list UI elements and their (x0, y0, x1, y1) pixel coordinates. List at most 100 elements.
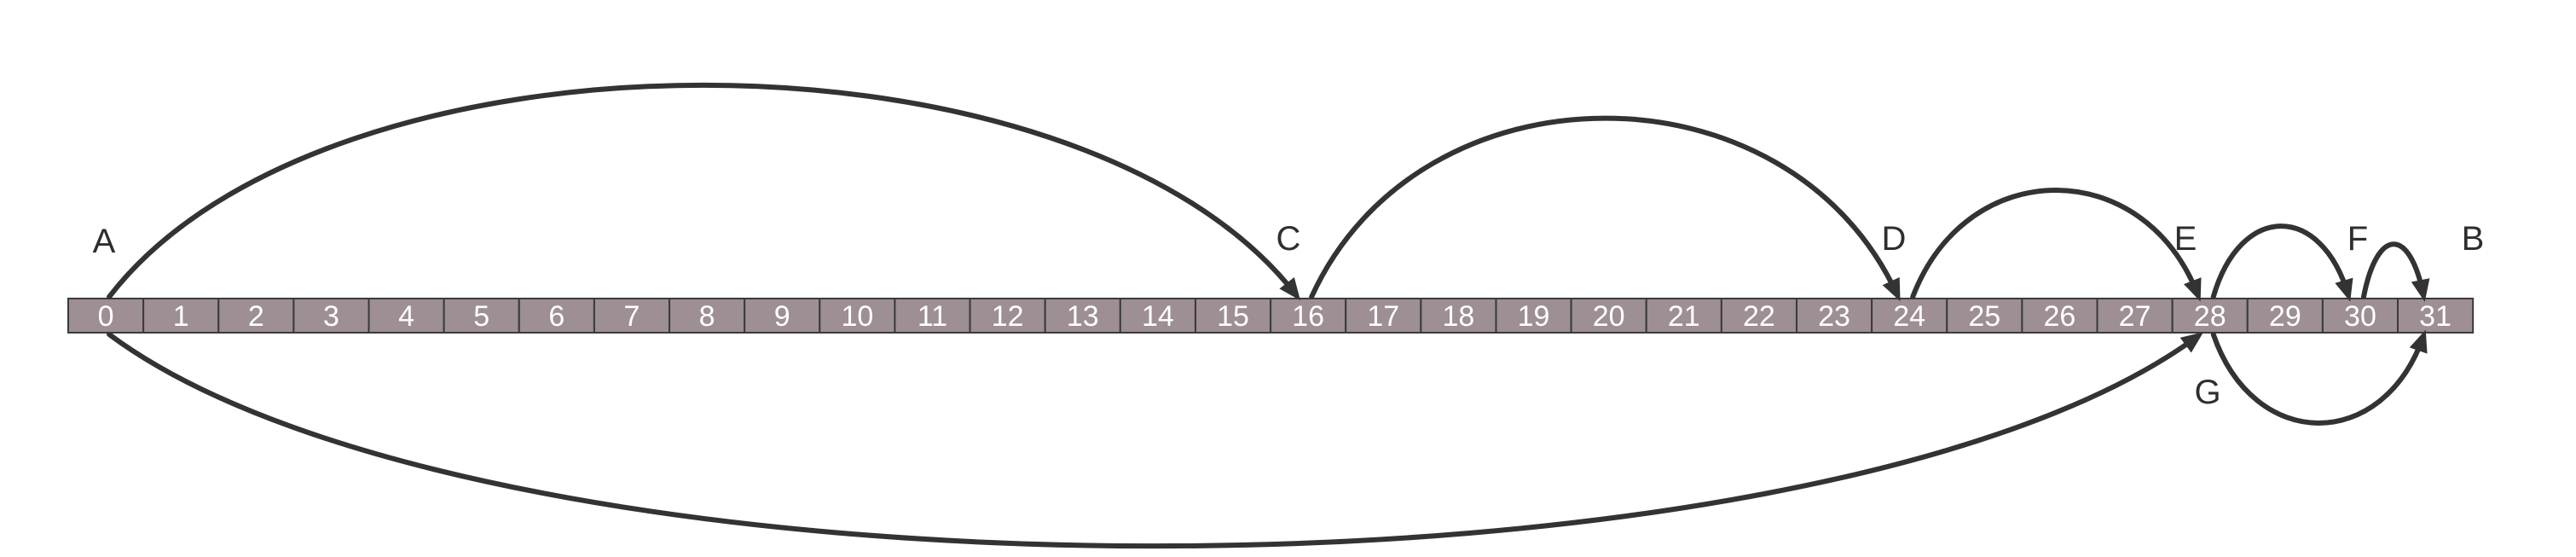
cell-16: 16 (1270, 298, 1347, 334)
cell-label: 10 (841, 300, 873, 333)
cell-box (1720, 298, 1797, 334)
cell-box (142, 298, 220, 334)
cell-7: 7 (593, 298, 671, 334)
cell-box (2096, 298, 2174, 334)
cell-28: 28 (2171, 298, 2249, 334)
cell-box (2171, 298, 2249, 334)
cell-21: 21 (1645, 298, 1722, 334)
arc-28-to-31 (2210, 332, 2427, 426)
cell-31: 31 (2397, 298, 2475, 334)
cell-box (1570, 298, 1647, 334)
node-label-a: A (93, 223, 116, 260)
cell-label: 5 (473, 300, 489, 333)
cell-label: 13 (1067, 300, 1099, 333)
arrowhead-icon (2335, 277, 2353, 302)
cell-box (2321, 298, 2399, 334)
cell-label: 30 (2344, 300, 2376, 333)
cell-box (1495, 298, 1572, 334)
arc-24-to-28 (1910, 187, 2201, 299)
arc-16-to-24 (1309, 115, 1901, 299)
cell-box (1270, 298, 1347, 334)
cell-label: 3 (323, 300, 339, 333)
cell-13: 13 (1044, 298, 1121, 334)
cell-box (1420, 298, 1497, 334)
cell-label: 24 (1893, 300, 1925, 333)
cell-box (1871, 298, 1948, 334)
cell-box (593, 298, 671, 334)
cell-1: 1 (142, 298, 220, 334)
cell-box (1044, 298, 1121, 334)
cell-label: 8 (699, 300, 715, 333)
cell-26: 26 (2021, 298, 2098, 334)
arc-30-to-31 (2360, 241, 2427, 299)
cell-19: 19 (1495, 298, 1572, 334)
cell-label: 26 (2044, 300, 2076, 333)
arrowhead-icon (1882, 277, 1901, 302)
cell-4: 4 (368, 298, 445, 334)
arrowhead-icon (1279, 277, 1301, 301)
cell-box (443, 298, 520, 334)
cell-label: 17 (1367, 300, 1399, 333)
cell-box (1645, 298, 1722, 334)
cell-25: 25 (1946, 298, 2023, 334)
cell-box (217, 298, 295, 334)
node-label-b: B (2462, 220, 2485, 258)
arc-0-to-28 (107, 332, 2201, 549)
node-label-c: C (1276, 220, 1301, 258)
cell-label: 6 (548, 300, 564, 333)
cell-10: 10 (819, 298, 896, 334)
cell-box (894, 298, 971, 334)
cell-label: 4 (398, 300, 414, 333)
arrowhead-icon (2411, 278, 2430, 302)
cell-label: 19 (1518, 300, 1550, 333)
cell-label: 0 (98, 300, 114, 333)
cell-label: 21 (1668, 300, 1700, 333)
cell-30: 30 (2321, 298, 2399, 334)
cell-box (969, 298, 1046, 334)
cell-22: 22 (1720, 298, 1797, 334)
cell-14: 14 (1119, 298, 1196, 334)
cell-0: 0 (67, 298, 145, 334)
arc-0-to-16 (107, 82, 1300, 299)
cell-8: 8 (669, 298, 746, 334)
node-label-f: F (2347, 220, 2368, 258)
cell-15: 15 (1194, 298, 1272, 334)
arrowhead-icon (2409, 329, 2428, 354)
cell-17: 17 (1345, 298, 1422, 334)
cell-29: 29 (2246, 298, 2324, 334)
cell-box (744, 298, 821, 334)
cell-3: 3 (292, 298, 370, 334)
cell-label: 12 (992, 300, 1024, 333)
cell-2: 2 (217, 298, 295, 334)
cell-label: 15 (1217, 300, 1249, 333)
cell-label: 25 (1968, 300, 2000, 333)
cell-label: 29 (2269, 300, 2301, 333)
cell-box (2397, 298, 2475, 334)
cell-12: 12 (969, 298, 1046, 334)
cell-box (67, 298, 145, 334)
cell-label: 2 (248, 300, 264, 333)
cell-label: 14 (1142, 300, 1174, 333)
cell-label: 18 (1442, 300, 1474, 333)
cell-box (368, 298, 445, 334)
arrowhead-icon (2179, 332, 2204, 353)
cell-label: 28 (2194, 300, 2226, 333)
cell-5: 5 (443, 298, 520, 334)
cell-box (1194, 298, 1272, 334)
cell-label: 22 (1743, 300, 1775, 333)
cell-6: 6 (518, 298, 595, 334)
cell-label: 1 (173, 300, 189, 333)
cell-label: 7 (624, 300, 640, 333)
cell-20: 20 (1570, 298, 1647, 334)
node-label-e: E (2174, 220, 2197, 258)
cell-18: 18 (1420, 298, 1497, 334)
arc-layer (107, 82, 2430, 549)
cell-box (2021, 298, 2098, 334)
node-label-d: D (1882, 220, 1907, 258)
cell-9: 9 (744, 298, 821, 334)
arc-28-to-30 (2210, 223, 2351, 299)
cell-label: 23 (1818, 300, 1850, 333)
cell-label: 16 (1292, 300, 1324, 333)
cell-box (669, 298, 746, 334)
